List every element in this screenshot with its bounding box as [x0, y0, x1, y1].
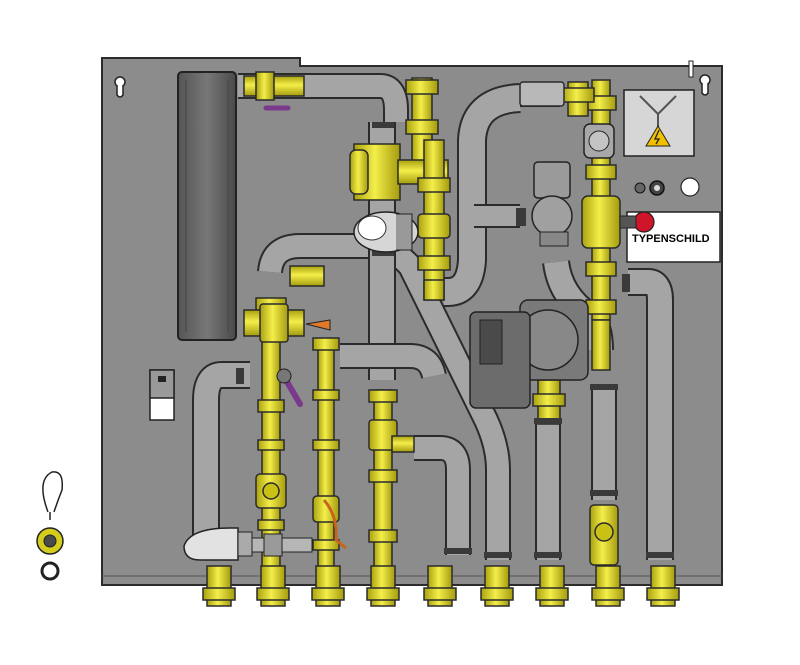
- indicator-light-icon: [680, 177, 700, 197]
- valve-handle: [263, 105, 303, 407]
- circulating-pump: [469, 299, 589, 409]
- slot-mount: [688, 60, 694, 78]
- plate-heat-exchanger: [177, 71, 237, 341]
- nameplate: TYPENSCHILD: [626, 211, 721, 263]
- keyhole-mount-icon: [114, 76, 126, 98]
- sensor-bracket: [149, 369, 175, 421]
- temperature-probe: [305, 319, 347, 550]
- high-voltage-warning-icon: [645, 125, 671, 147]
- brass-nut-accessory: [36, 527, 64, 555]
- bottom-connections: [202, 565, 680, 607]
- zone-valve: [531, 161, 573, 247]
- brass-fittings: [243, 71, 621, 581]
- pipe: [238, 75, 407, 122]
- pipe-clamps: [192, 122, 674, 558]
- keyhole-mount-icon: [699, 74, 711, 96]
- thermostat-head-icon: [183, 527, 313, 561]
- cable-tie-accessory: [42, 471, 64, 520]
- emergency-stop-icon: [619, 211, 655, 233]
- indicator-light-icon: [634, 180, 665, 196]
- valve-actuator: [583, 123, 615, 159]
- nameplate-label: TYPENSCHILD: [632, 233, 710, 245]
- sealing-ring-accessory: [40, 561, 60, 581]
- air-separator: [353, 211, 419, 253]
